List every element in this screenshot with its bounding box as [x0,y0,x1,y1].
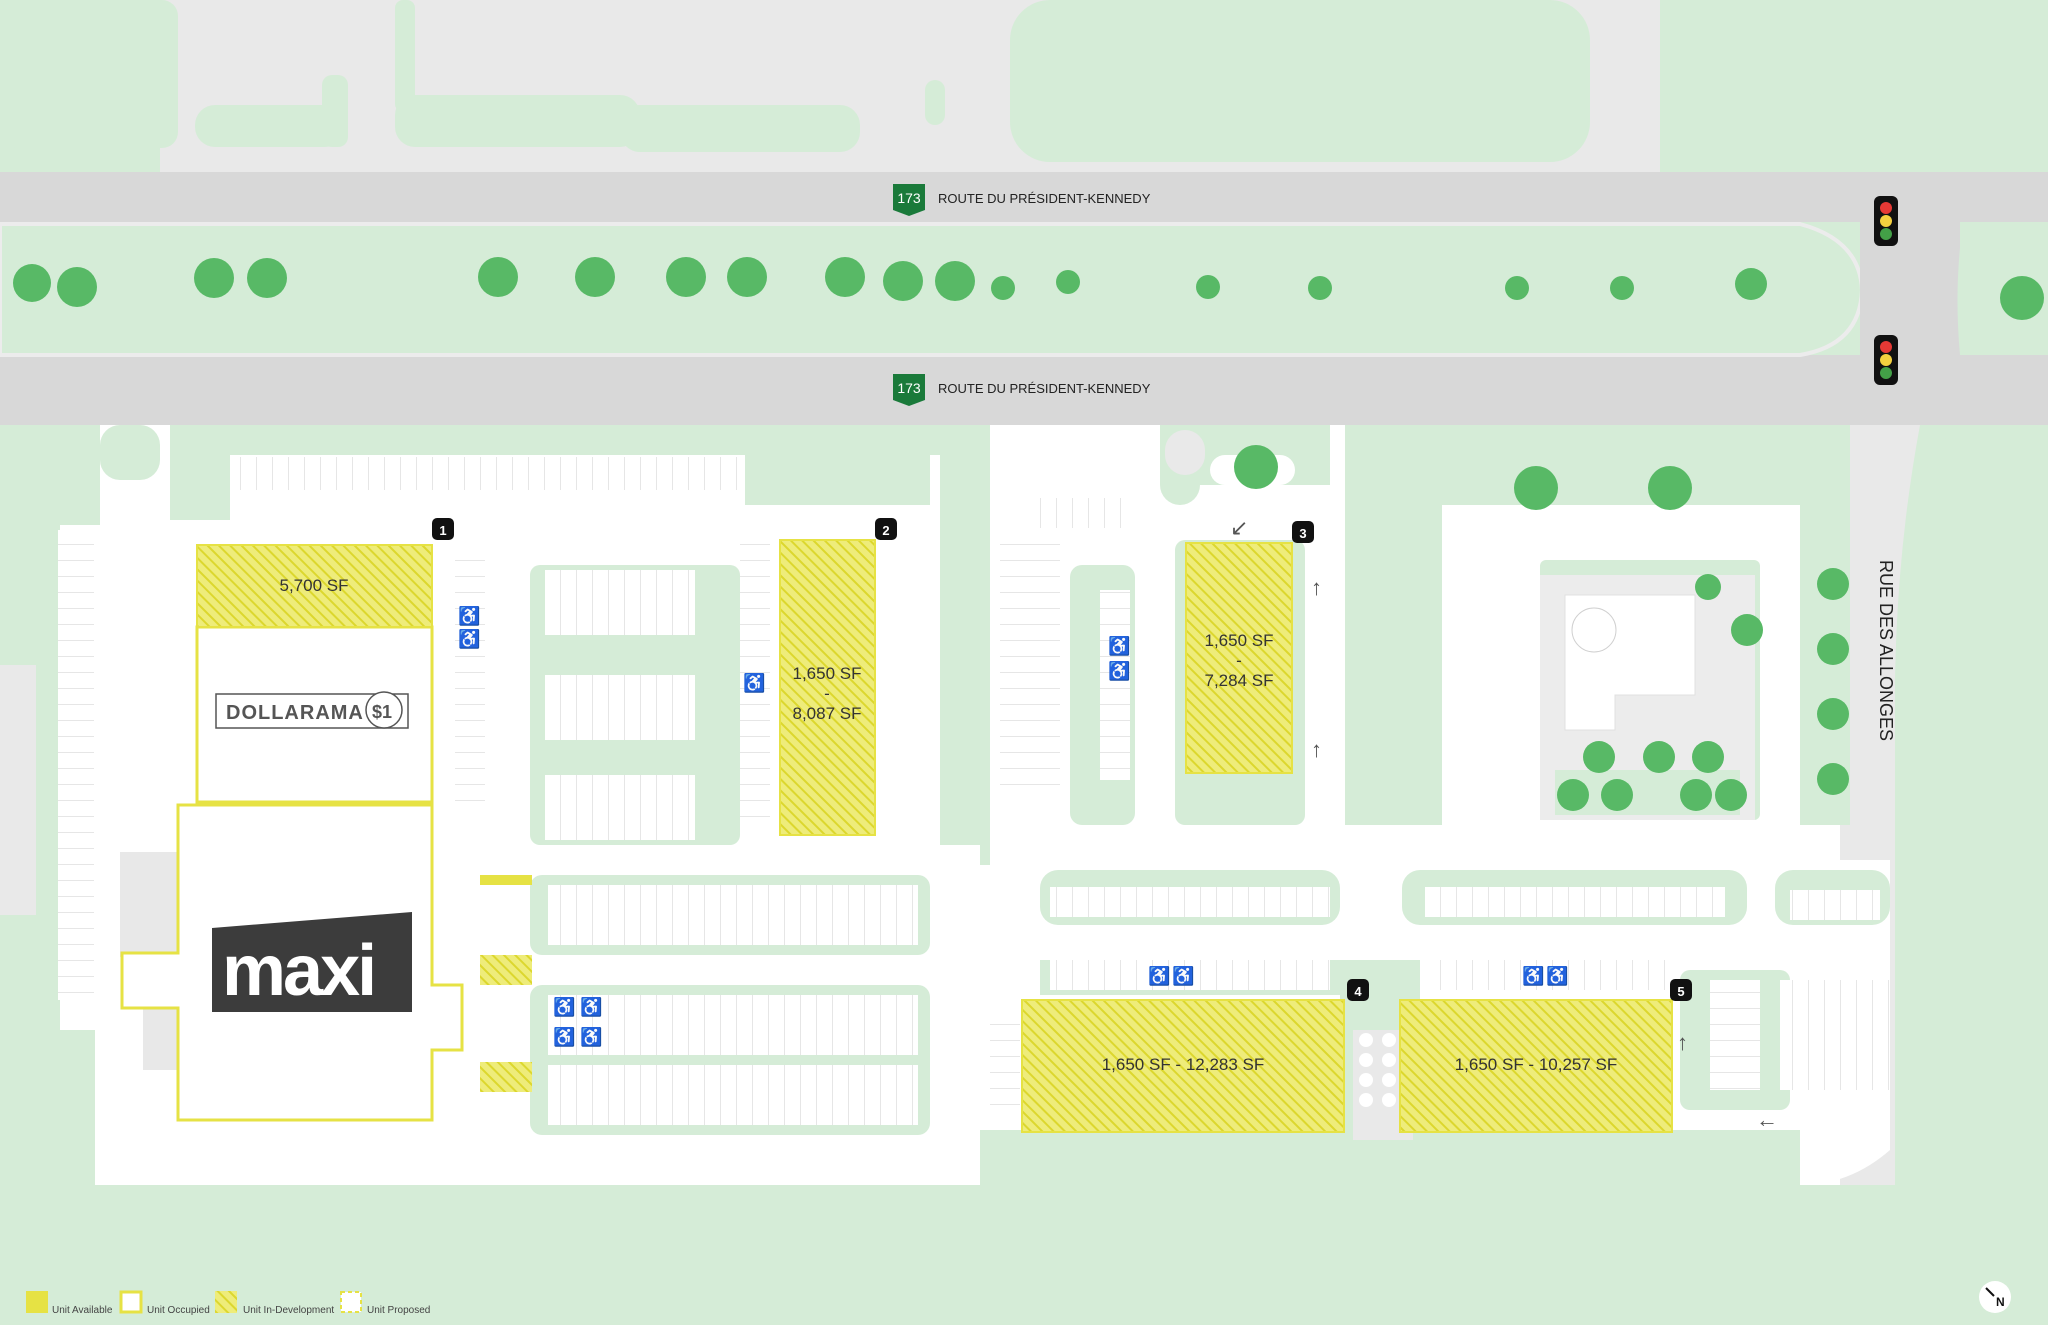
svg-text:←: ← [1756,1107,1778,1132]
svg-text:Unit Proposed: Unit Proposed [367,1305,430,1316]
legend-unit-occupied: Unit Occupied [119,1290,210,1316]
svg-text:Unit Occupied: Unit Occupied [147,1305,210,1316]
unit-1-area[interactable] [196,544,433,628]
unit-3[interactable]: 1,650 SF - 7,284 SF 3 [1185,521,1314,774]
svg-text:1,650 SF - 10,257 SF: 1,650 SF - 10,257 SF [1455,1055,1618,1074]
legend-unit-in-development: Unit In-Development [215,1291,334,1316]
legend: Unit Available Unit Occupied Unit In-Dev… [26,1290,430,1316]
svg-text:ROUTE DU PRÉSIDENT-KENNEDY: ROUTE DU PRÉSIDENT-KENNEDY [938,381,1151,396]
side-street-label: RUE DES ALLONGES [1876,560,1896,741]
dollarama-logo: DOLLARAMA $1 [215,691,409,729]
svg-text:1,650 SF: 1,650 SF [793,664,862,683]
unit-1[interactable]: 5,700 SF 1 [280,518,455,595]
svg-text:♿: ♿ [1108,635,1130,656]
legend-unit-available: Unit Available [26,1291,113,1316]
svg-text:-: - [1236,651,1242,670]
svg-text:173: 173 [897,380,921,396]
svg-text:♿: ♿ [1108,660,1130,681]
svg-text:DOLLARAMA: DOLLARAMA [226,702,364,724]
median-trees [13,257,2044,320]
svg-text:1,650 SF: 1,650 SF [1205,631,1274,650]
svg-text:3: 3 [1299,526,1306,541]
svg-text:♿: ♿ [1172,965,1194,986]
svg-text:ROUTE DU PRÉSIDENT-KENNEDY: ROUTE DU PRÉSIDENT-KENNEDY [938,191,1151,206]
lot-trees [1234,445,1849,811]
svg-text:RUE DES ALLONGES: RUE DES ALLONGES [1876,560,1896,741]
north-properties [0,0,2048,172]
unit-4[interactable]: 1,650 SF - 12,283 SF 4 [1021,979,1369,1133]
maxi-logo: maxi [212,912,412,1012]
highway-shield-south: 173 ROUTE DU PRÉSIDENT-KENNEDY [893,374,1151,406]
unit-5[interactable]: 1,650 SF - 10,257 SF 5 [1399,979,1692,1133]
svg-text:1: 1 [439,523,446,538]
svg-text:♿: ♿ [1546,965,1568,986]
svg-text:♿: ♿ [580,1026,602,1047]
svg-text:↑: ↑ [1677,1030,1688,1055]
highway-route-173 [0,172,2048,425]
traffic-light-icon [1874,196,1898,385]
svg-text:↑: ↑ [1311,575,1322,600]
svg-text:maxi: maxi [222,931,374,1011]
svg-text:↙: ↙ [1230,515,1248,540]
legend-unit-proposed: Unit Proposed [340,1291,430,1316]
north-arrow-icon: N [1979,1281,2011,1313]
svg-text:2: 2 [882,523,889,538]
svg-text:173: 173 [897,190,921,206]
svg-text:$1: $1 [372,702,392,722]
svg-text:♿: ♿ [1148,965,1170,986]
parking-stalls [58,457,1890,1140]
svg-text:♿: ♿ [743,672,765,693]
svg-text:1,650 SF - 12,283 SF: 1,650 SF - 12,283 SF [1102,1055,1265,1074]
svg-text:4: 4 [1354,984,1362,999]
svg-text:♿: ♿ [553,1026,575,1047]
svg-text:Unit In-Development: Unit In-Development [243,1305,334,1316]
svg-text:8,087 SF: 8,087 SF [793,704,862,723]
svg-text:♿: ♿ [580,996,602,1017]
svg-text:7,284 SF: 7,284 SF [1205,671,1274,690]
svg-text:N: N [1996,1295,2005,1309]
accessible-parking-icon: ♿♿ ♿ ♿♿ ♿♿ ♿♿ ♿♿ ♿♿ [458,605,1568,1047]
svg-text:Unit Available: Unit Available [52,1305,113,1316]
svg-text:♿: ♿ [553,996,575,1017]
svg-text:♿: ♿ [458,605,480,626]
unit-2[interactable]: 1,650 SF - 8,087 SF 2 [779,518,897,836]
svg-text:♿: ♿ [458,628,480,649]
svg-text:5: 5 [1677,984,1684,999]
direction-arrow-icon: ↙ ↑ ↑ ↑ ← [1230,515,1778,1132]
svg-text:♿: ♿ [1522,965,1544,986]
highway-shield-north: 173 ROUTE DU PRÉSIDENT-KENNEDY [893,184,1151,216]
svg-text:↑: ↑ [1311,737,1322,762]
svg-text:-: - [824,684,830,703]
svg-text:5,700 SF: 5,700 SF [280,576,349,595]
